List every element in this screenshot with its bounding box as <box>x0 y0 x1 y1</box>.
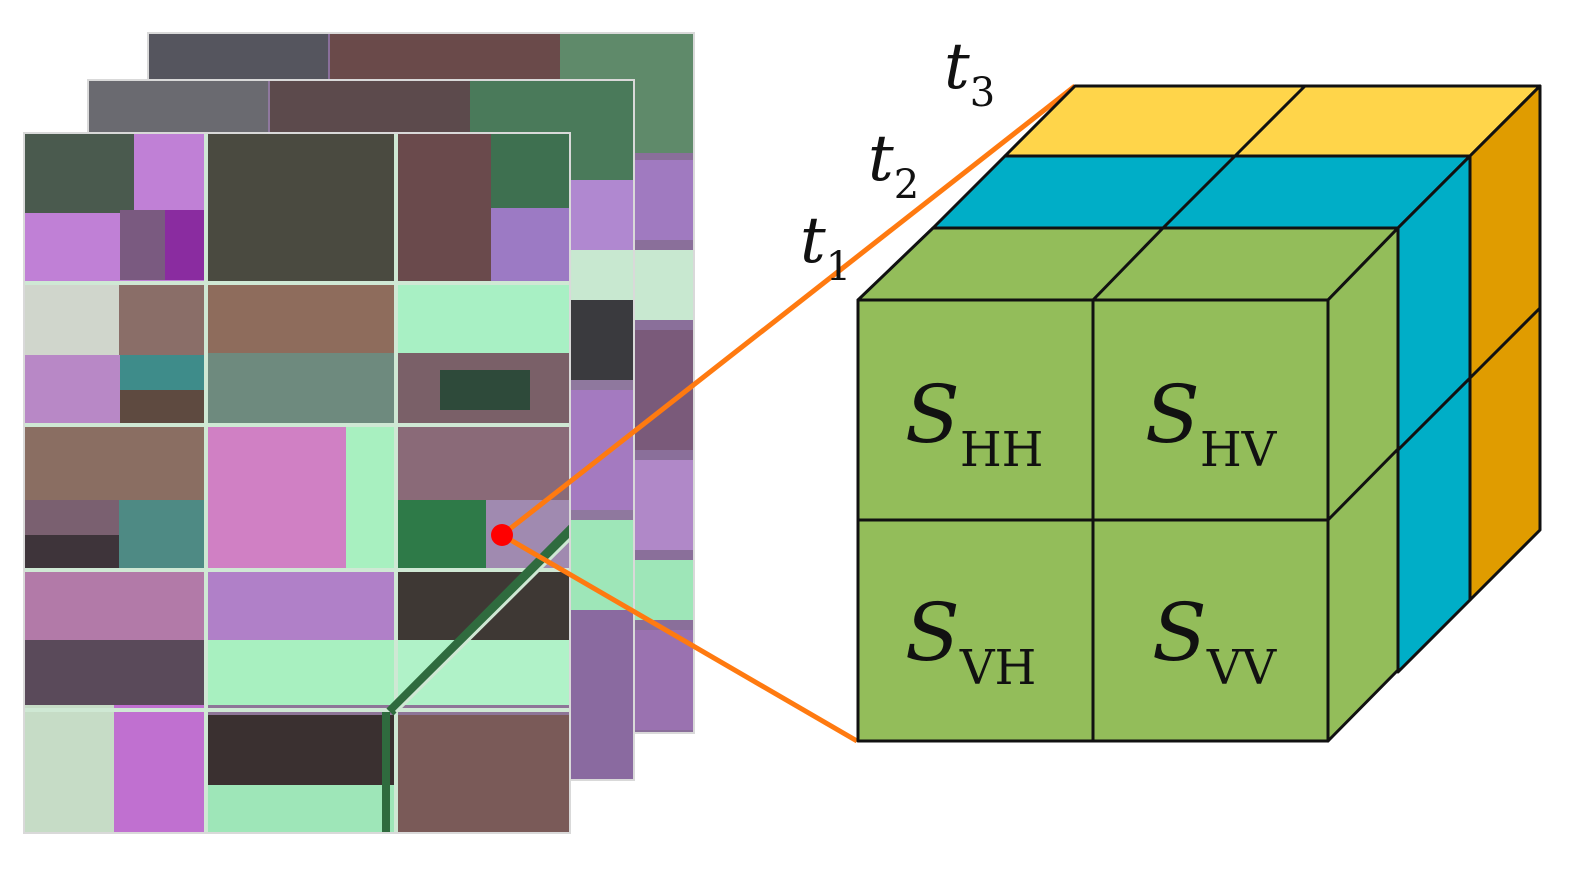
layer-t2-top-divider <box>1161 154 1237 230</box>
connector-line-bottom <box>500 532 859 744</box>
sar-image-t1 <box>24 133 570 833</box>
cell-label-vh: SVH <box>905 586 1036 696</box>
sar-image-stack <box>23 32 695 834</box>
layer-t1-side-divider <box>1326 447 1400 522</box>
layer-t3-top <box>1003 84 1542 158</box>
red-dot-marker-icon <box>491 524 513 546</box>
cell-label-vv: SVV <box>1152 586 1277 696</box>
cell-label-hv: SHV <box>1145 368 1278 478</box>
layer-t3-top-divider <box>1233 84 1307 158</box>
time-label-t2: t2 <box>868 122 919 208</box>
connector-lines <box>500 84 1077 744</box>
layer-t2-top <box>931 154 1472 230</box>
time-label-t3: t3 <box>944 30 995 116</box>
time-label-t1: t1 <box>800 204 851 290</box>
polarimetric-data-cube <box>856 84 1542 743</box>
layer-t2-side-divider <box>1396 376 1472 452</box>
connector-line-top <box>500 84 1077 537</box>
layer-t3-side-divider <box>1468 306 1542 380</box>
layer-t1-top-divider <box>1091 226 1165 302</box>
cell-label-hh: SHH <box>905 368 1044 478</box>
